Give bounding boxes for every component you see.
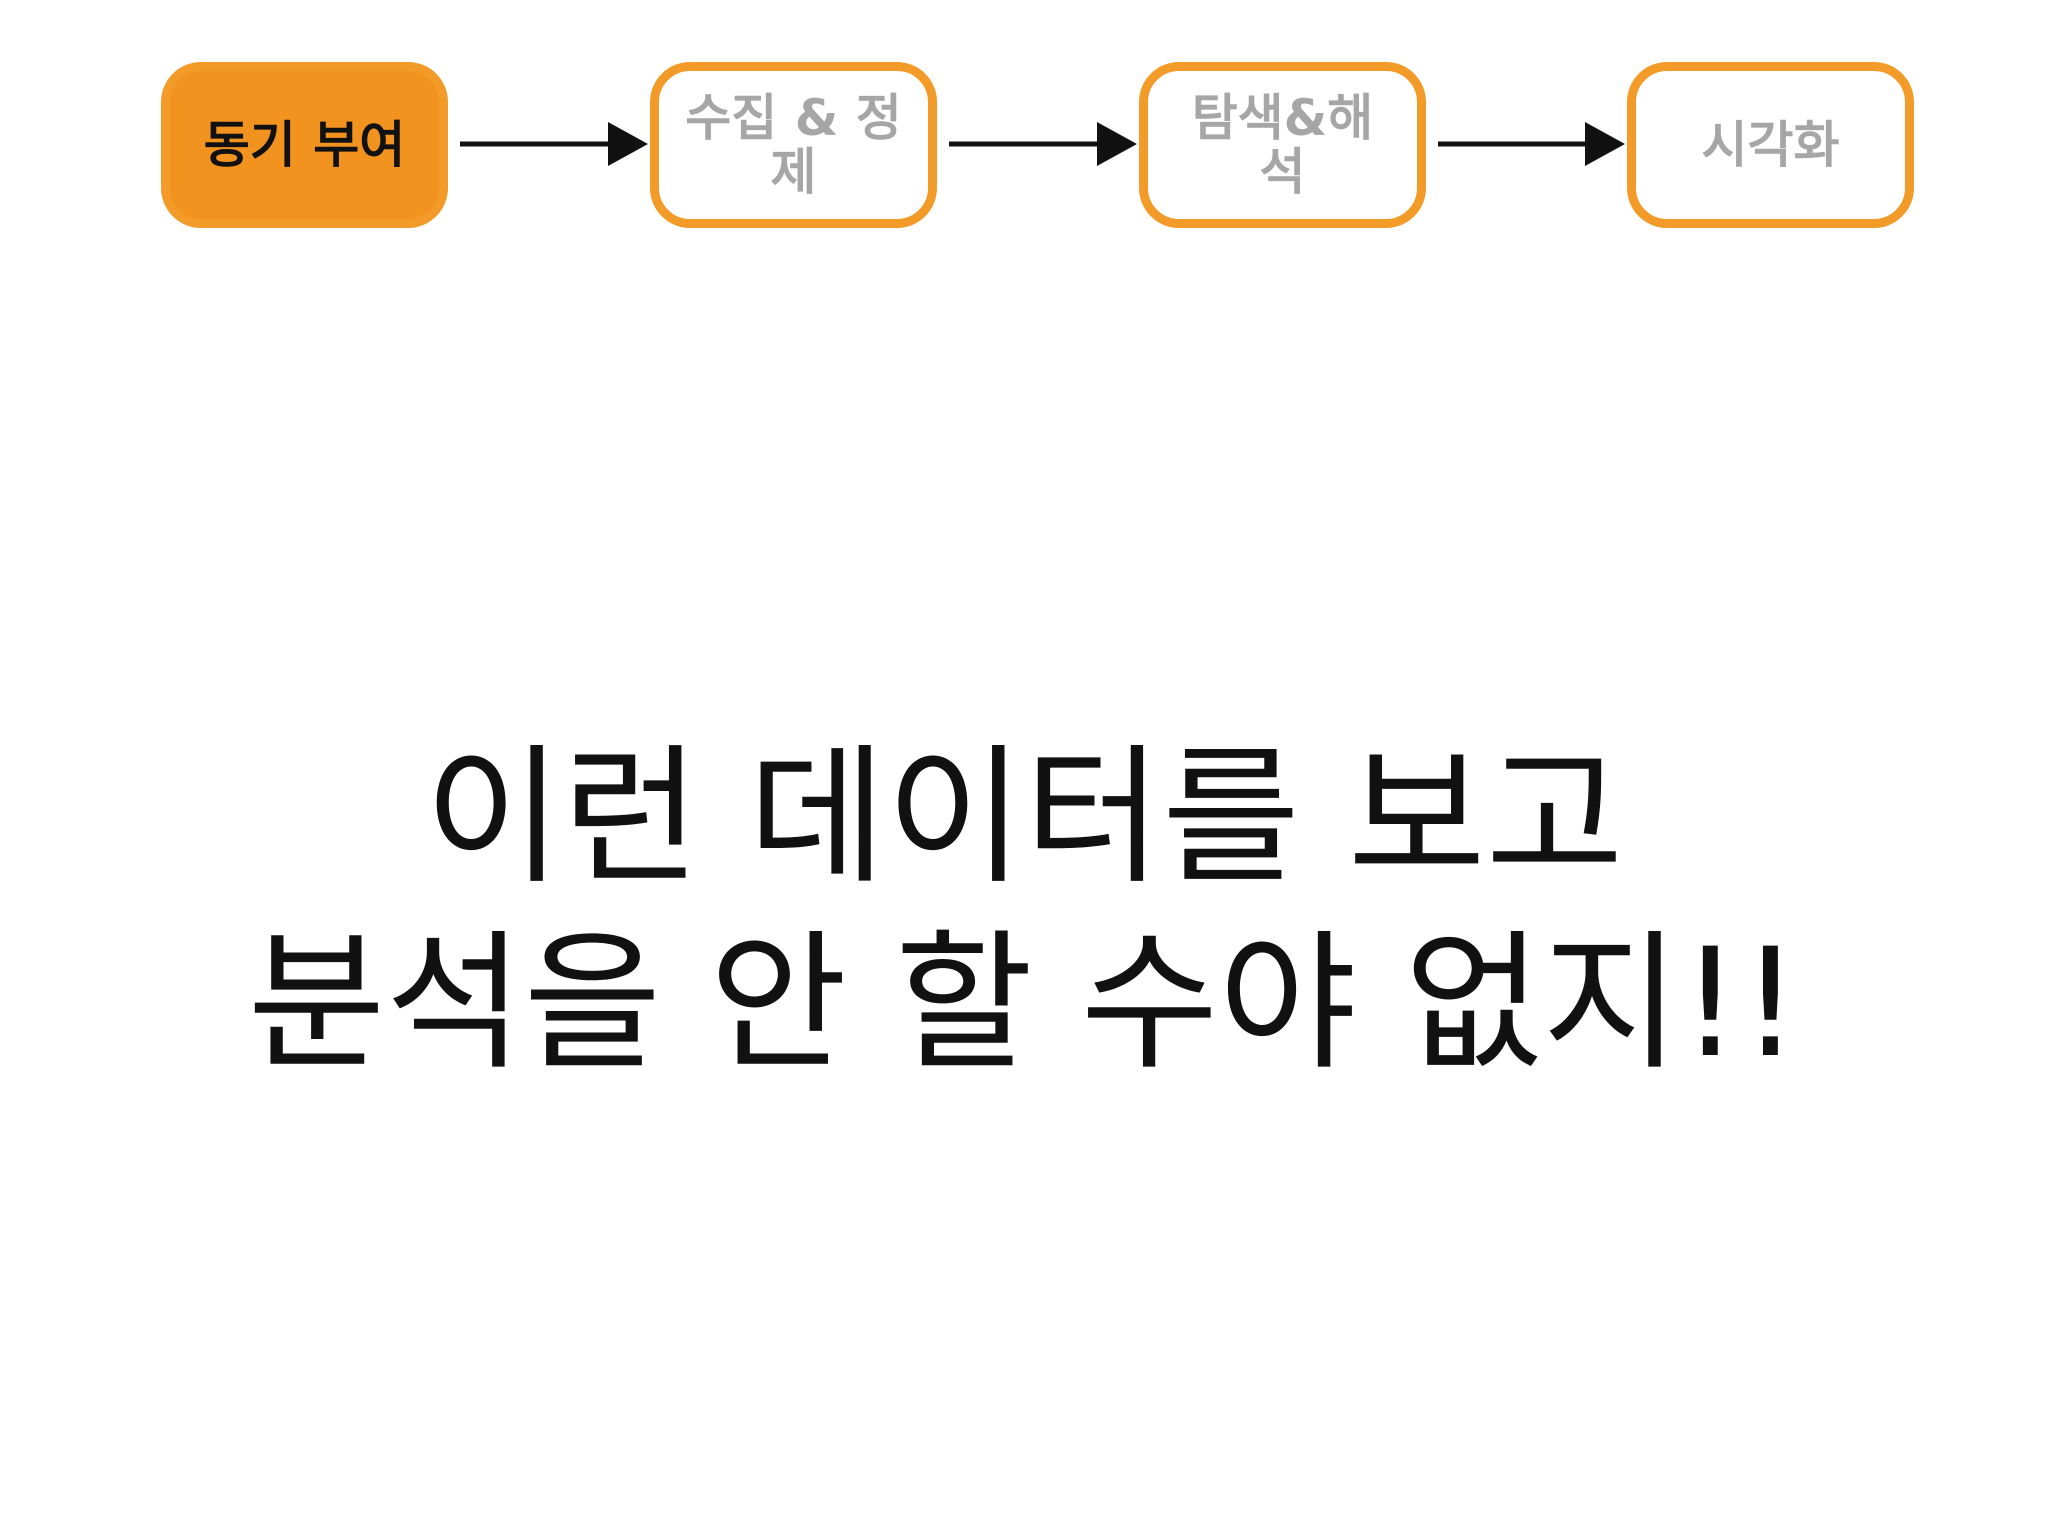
flow-arrows <box>460 122 1625 166</box>
arrow-1-to-2 <box>460 122 648 166</box>
step-motivation: 동기 부여 <box>161 62 448 228</box>
step-collect-clean: 수집 & 정제 <box>650 62 937 228</box>
step-visualize-label: 시각화 <box>1701 116 1840 174</box>
arrow-2-to-3 <box>949 122 1137 166</box>
step-motivation-label: 동기 부여 <box>203 116 406 174</box>
step-explore-interpret: 탐색&해석 <box>1139 62 1426 228</box>
headline-line-2: 분석을 안 할 수야 없지!! <box>247 917 1801 1091</box>
step-explore-interpret-label: 탐색&해석 <box>1191 89 1374 201</box>
headline: 이런 데이터를 보고 분석을 안 할 수야 없지!! <box>0 725 2048 1097</box>
step-collect-clean-label: 수집 & 정제 <box>685 89 902 201</box>
arrow-3-to-4 <box>1438 122 1625 166</box>
step-visualize: 시각화 <box>1627 62 1914 228</box>
headline-line-1: 이런 데이터를 보고 <box>424 731 1624 905</box>
